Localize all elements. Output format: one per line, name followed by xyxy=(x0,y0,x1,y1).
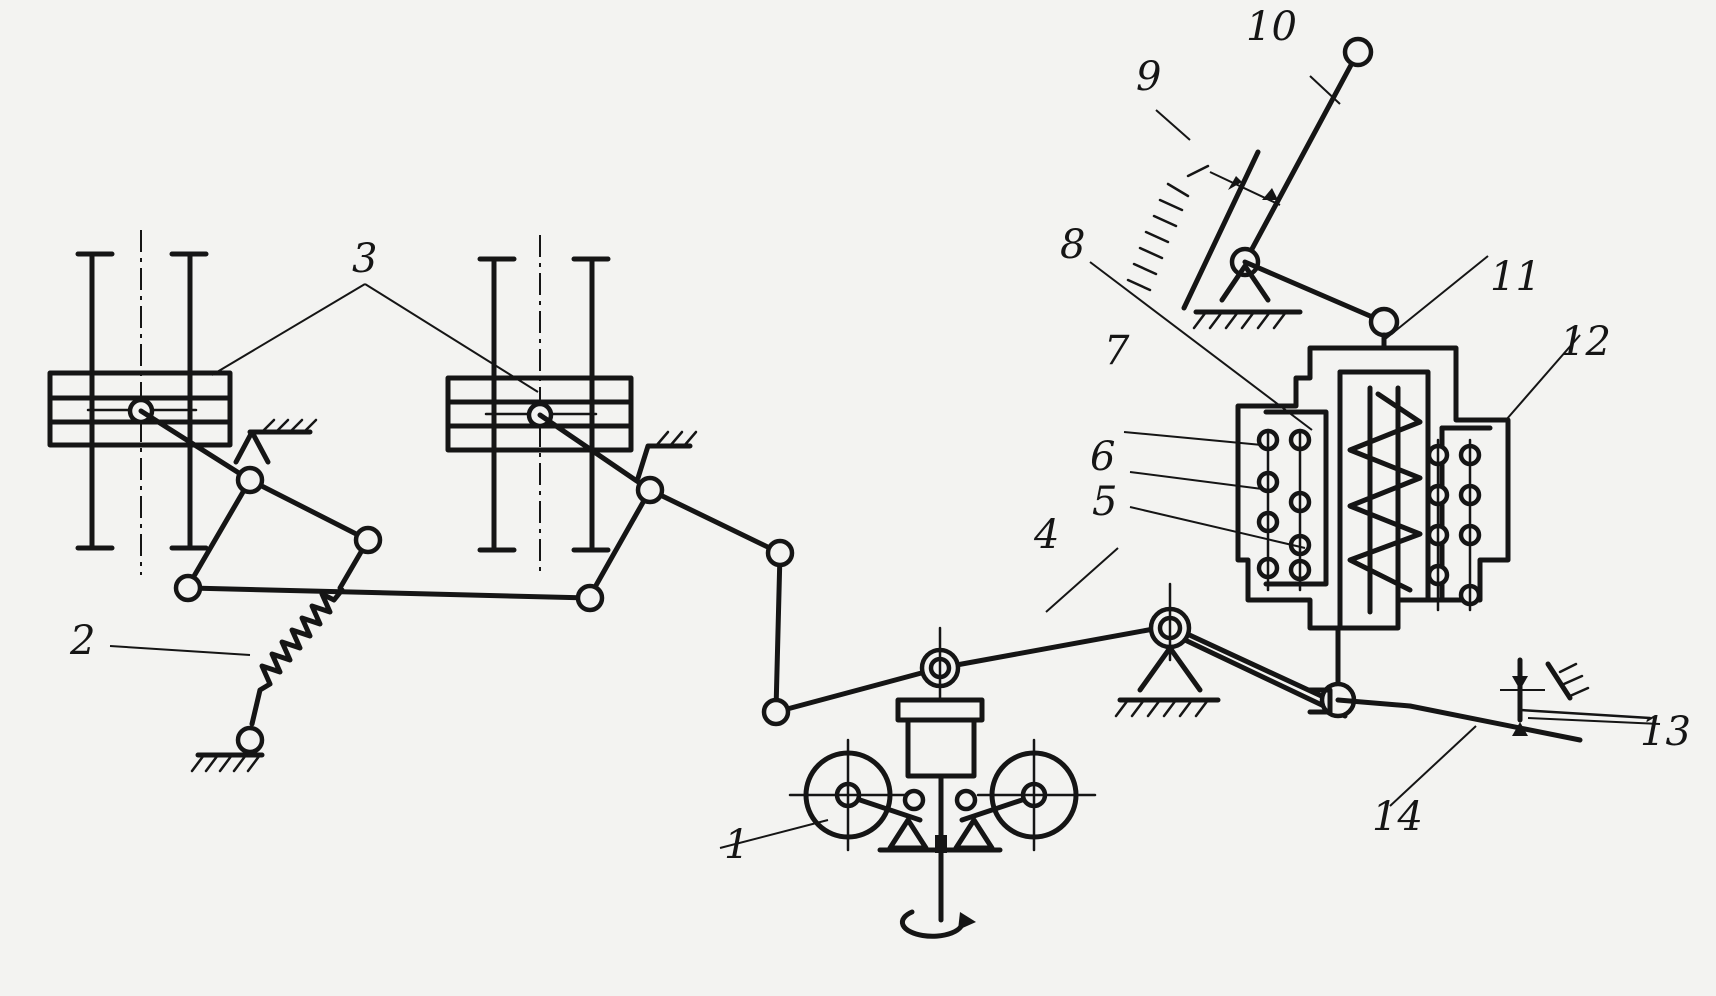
label-5: 5 xyxy=(1092,479,1117,525)
housing-11 xyxy=(1235,345,1511,703)
lever-14 xyxy=(1307,657,1652,743)
label-7: 7 xyxy=(1104,328,1130,374)
label-4: 4 xyxy=(1033,512,1059,558)
valve-balls-left xyxy=(1256,428,1312,592)
label-1: 1 xyxy=(724,822,749,868)
middle-linkage xyxy=(537,412,943,727)
lever-10 xyxy=(1192,36,1400,351)
leader-lines xyxy=(109,75,1661,849)
label-12: 12 xyxy=(1560,319,1611,365)
label-2: 2 xyxy=(69,618,95,664)
label-6: 6 xyxy=(1090,434,1115,480)
label-3: 3 xyxy=(352,236,377,282)
stop-9 xyxy=(1126,149,1281,311)
valve-balls-right xyxy=(1426,438,1482,612)
label-11: 11 xyxy=(1490,254,1541,300)
centrifugal-governor-1 xyxy=(788,697,1097,939)
middle-slider-block xyxy=(445,375,634,453)
left-linkage xyxy=(138,408,593,603)
lever-4 xyxy=(919,582,1348,719)
label-14: 14 xyxy=(1372,794,1423,840)
label-8: 8 xyxy=(1060,222,1085,268)
label-9: 9 xyxy=(1136,54,1161,100)
spring-2 xyxy=(190,587,345,773)
label-13: 13 xyxy=(1640,709,1691,755)
label-10: 10 xyxy=(1246,4,1297,50)
part-labels: 1 2 3 4 5 6 7 8 9 10 11 12 13 14 xyxy=(69,4,1691,868)
